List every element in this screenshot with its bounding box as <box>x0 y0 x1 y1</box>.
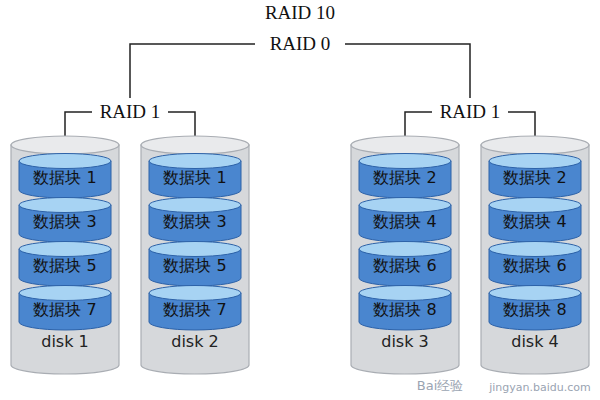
block-label: 数据块 3 <box>18 210 112 234</box>
data-block: 数据块 3 <box>148 197 242 243</box>
data-block: 数据块 4 <box>488 197 582 243</box>
block-label: 数据块 5 <box>148 254 242 278</box>
block-label: 数据块 6 <box>358 254 452 278</box>
block-label: 数据块 7 <box>18 298 112 322</box>
disk-label: disk 4 <box>480 332 590 352</box>
raid-title: RAID 10 <box>262 2 338 24</box>
data-block: 数据块 4 <box>358 197 452 243</box>
data-block: 数据块 5 <box>148 241 242 287</box>
block-label: 数据块 4 <box>358 210 452 234</box>
block-label: 数据块 3 <box>148 210 242 234</box>
data-block: 数据块 6 <box>488 241 582 287</box>
raid0-right-line <box>345 44 470 98</box>
data-block: 数据块 8 <box>488 285 582 331</box>
block-label: 数据块 2 <box>488 166 582 190</box>
data-block: 数据块 8 <box>358 285 452 331</box>
data-block: 数据块 1 <box>18 153 112 199</box>
disk-label: disk 2 <box>140 332 250 352</box>
data-block: 数据块 7 <box>148 285 242 331</box>
disk-label: disk 3 <box>350 332 460 352</box>
raid-label: RAID 0 <box>267 33 334 55</box>
data-block: 数据块 3 <box>18 197 112 243</box>
watermark: jingyan.baidu.com <box>486 380 594 396</box>
block-label: 数据块 7 <box>148 298 242 322</box>
block-label: 数据块 6 <box>488 254 582 278</box>
block-label: 数据块 8 <box>488 298 582 322</box>
data-block: 数据块 2 <box>358 153 452 199</box>
disk-cylinder: disk 4 数据块 2 数据块 4 数据块 6 数据块 8 <box>480 135 590 375</box>
block-label: 数据块 2 <box>358 166 452 190</box>
raid0-left-line <box>130 44 255 98</box>
raid-label: RAID 1 <box>97 101 164 123</box>
watermark: Bai经验 <box>414 378 467 394</box>
block-label: 数据块 4 <box>488 210 582 234</box>
data-block: 数据块 1 <box>148 153 242 199</box>
data-block: 数据块 2 <box>488 153 582 199</box>
disk-cylinder: disk 1 数据块 1 数据块 3 数据块 5 数据块 7 <box>10 135 120 375</box>
raid-label: RAID 1 <box>437 101 504 123</box>
disk-label: disk 1 <box>10 332 120 352</box>
disk-cylinder: disk 2 数据块 1 数据块 3 数据块 5 数据块 7 <box>140 135 250 375</box>
block-label: 数据块 5 <box>18 254 112 278</box>
data-block: 数据块 7 <box>18 285 112 331</box>
disk-cylinder: disk 3 数据块 2 数据块 4 数据块 6 数据块 8 <box>350 135 460 375</box>
data-block: 数据块 5 <box>18 241 112 287</box>
data-block: 数据块 6 <box>358 241 452 287</box>
block-label: 数据块 1 <box>148 166 242 190</box>
block-label: 数据块 8 <box>358 298 452 322</box>
block-label: 数据块 1 <box>18 166 112 190</box>
